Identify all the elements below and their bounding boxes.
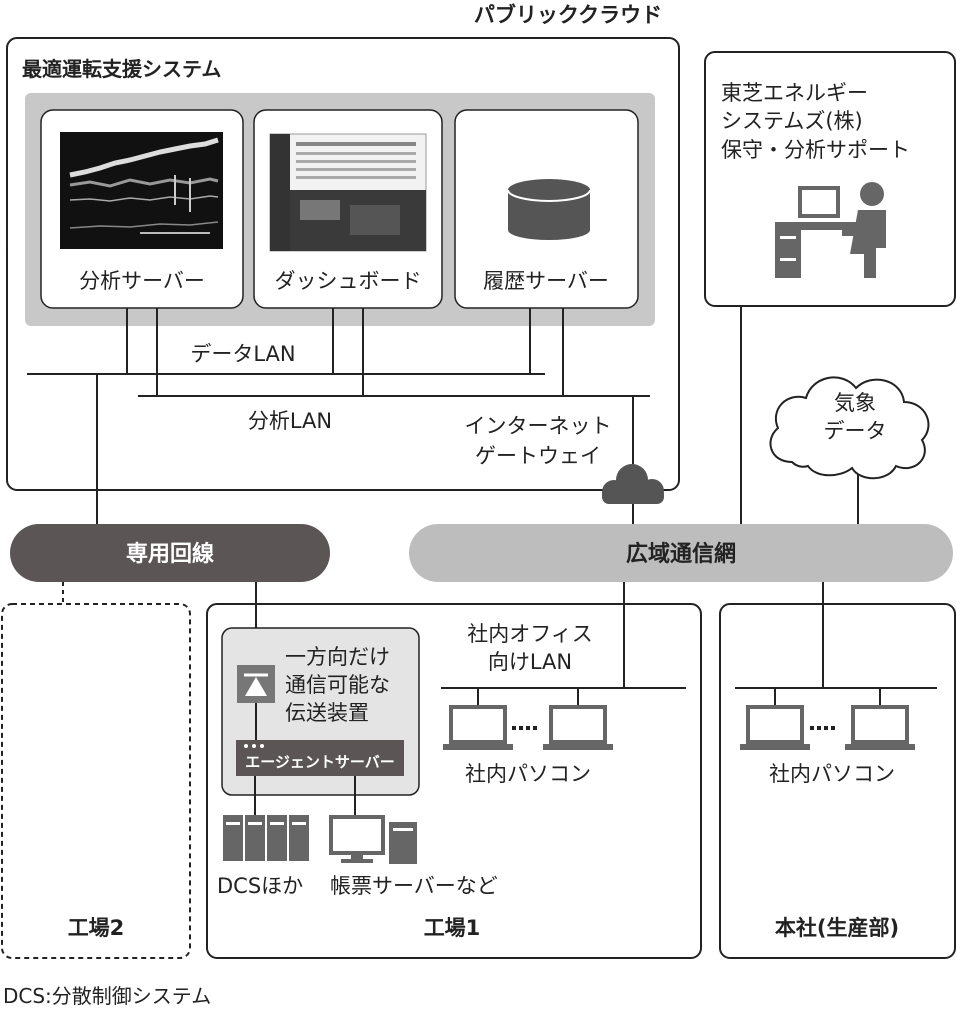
agent-server-label: エージェントサーバー (245, 753, 395, 771)
hq-label: 本社(生産部) (775, 916, 899, 940)
analysis-server-label: 分析サーバー (79, 269, 205, 293)
wan-pill: 広域通信網 (409, 524, 953, 582)
weather-label-line2: データ (824, 419, 887, 443)
toshiba-label-line3: 保守・分析サポート (721, 138, 910, 162)
database-icon (507, 179, 591, 240)
factory1-box (206, 603, 702, 959)
hq-pc-label: 社内パソコン (769, 762, 895, 786)
laptop-icon (543, 705, 613, 750)
analysis-lan-label: 分析LAN (248, 409, 332, 433)
desktop-icon (329, 815, 417, 864)
dedicated-line-label: 専用回線 (126, 541, 214, 567)
factory-pc-label: 社内パソコン (465, 762, 591, 786)
diode-label-line2: 通信可能な (285, 673, 390, 697)
diode-label-line1: 一方向だけ (285, 645, 390, 669)
laptop-icon (845, 705, 915, 750)
office-lan-label-line1: 社内オフィス (467, 622, 593, 646)
hq-box (719, 603, 956, 959)
factory2-box (1, 603, 191, 959)
laptop-icon (740, 705, 810, 750)
report-server-label: 帳票サーバーなど (330, 874, 498, 898)
dedicated-line-pill: 専用回線 (10, 524, 330, 582)
weather-label-line1: 気象 (834, 391, 876, 415)
factory1-label: 工場1 (424, 916, 481, 940)
dashboard-card: ダッシュボード (253, 109, 443, 309)
public-cloud-label: パブリッククラウド (474, 3, 662, 27)
data-lan-label: データLAN (190, 342, 295, 366)
diode-icon (237, 665, 275, 703)
dashboard-screen (269, 133, 427, 252)
toshiba-label-line2: システムズ(株) (721, 109, 863, 133)
office-lan-label-line2: 向けLAN (488, 650, 572, 674)
ellipsis-dots (512, 726, 537, 730)
toshiba-label-line1: 東芝エネルギー (721, 81, 868, 105)
public-cloud-box (6, 37, 680, 491)
toshiba-support-box (704, 51, 956, 307)
laptop-icon (443, 705, 513, 750)
dcs-label: DCSほか (217, 874, 303, 898)
agent-server-bar: エージェントサーバー (236, 740, 404, 776)
system-title: 最適運転支援システム (22, 57, 221, 81)
support-person-icon (775, 182, 886, 278)
weather-cloud: 気象 データ (769, 376, 930, 480)
footnote: DCS:分散制御システム (3, 984, 211, 1008)
cloud-icon (602, 464, 664, 504)
analysis-chart-screen (60, 132, 223, 249)
wan-label: 広域通信網 (626, 541, 736, 567)
factory2-label: 工場2 (68, 916, 125, 940)
diode-label-line3: 伝送装置 (285, 701, 369, 725)
dashboard-label: ダッシュボード (275, 269, 422, 293)
history-server-card: 履歴サーバー (454, 109, 639, 309)
ellipsis-dots (810, 726, 835, 730)
gateway-label-line2: ゲートウェイ (475, 444, 601, 468)
server-connections (126, 308, 564, 396)
dcs-cabinet-icon (223, 815, 309, 861)
history-server-label: 履歴サーバー (483, 269, 609, 293)
gateway-label-line1: インターネット (465, 414, 612, 438)
analysis-server-card: 分析サーバー (40, 109, 244, 309)
